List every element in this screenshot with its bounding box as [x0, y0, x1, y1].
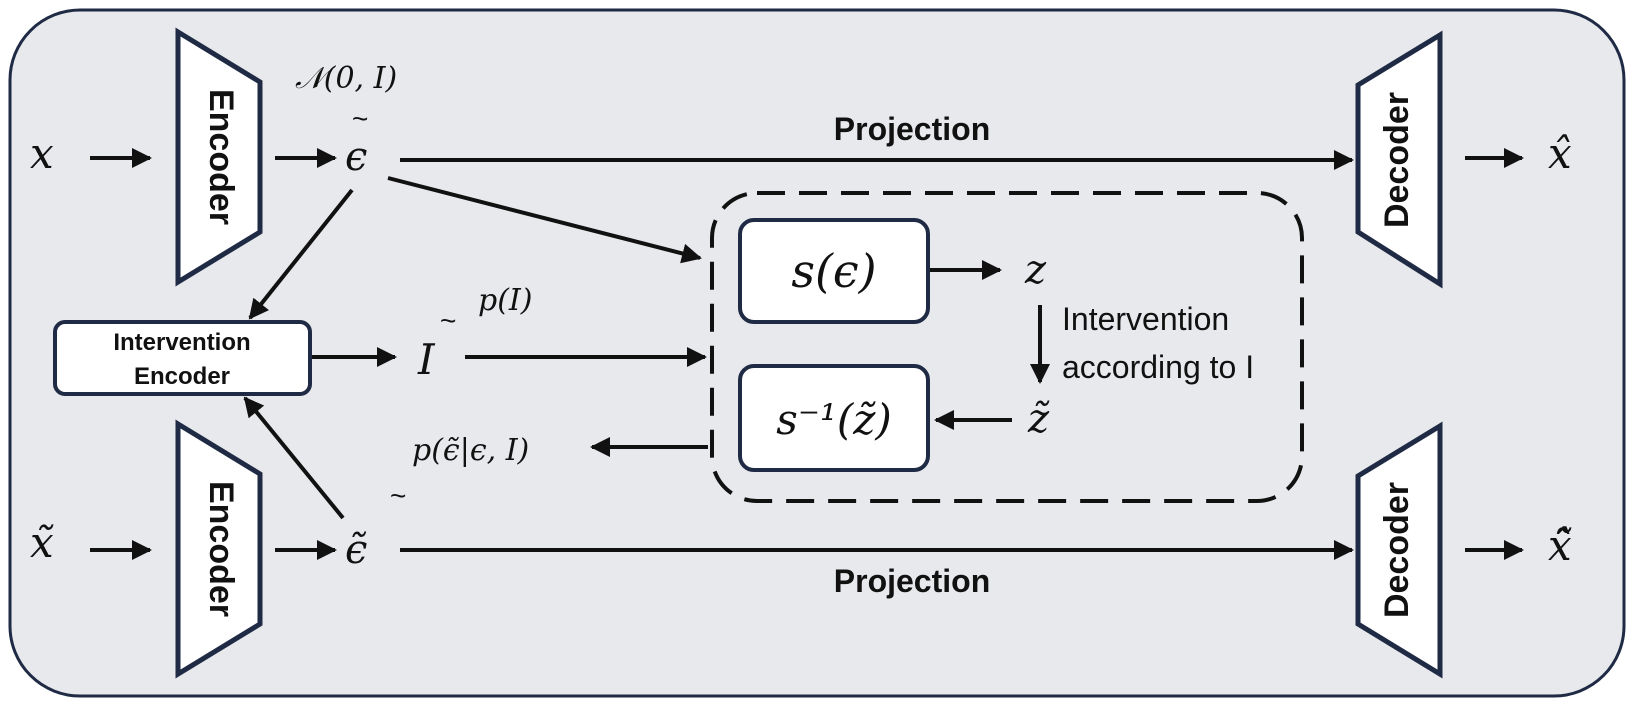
projection-bottom-label: Projection: [834, 563, 990, 599]
intervention-var-label: I: [417, 335, 436, 384]
projection-top-label: Projection: [834, 111, 990, 147]
intervention-tilde-mark: ~: [440, 305, 456, 336]
intervention-note-line2: according to I: [1062, 349, 1254, 385]
z-label: z: [1024, 247, 1047, 293]
flow-s-epsilon-label: s(ϵ): [791, 244, 876, 298]
top-encoder: Encoder: [175, 27, 263, 287]
arrow-epsilon-to-intervention-encoder: [248, 188, 354, 320]
bottom-encoder-label: Encoder: [202, 481, 240, 617]
output-xhat-label: x̂: [1548, 129, 1572, 178]
bottom-decoder: Decoder: [1355, 421, 1443, 679]
epsilon-label: ϵ: [345, 134, 367, 180]
dashed-flow-block: s(ϵ) z Intervention according to I z̃ s⁻…: [710, 191, 1304, 503]
prior-tilde-mark: ~: [352, 103, 368, 134]
intervention-encoder-box: Intervention Encoder: [53, 320, 312, 396]
arrow-epsilon-tilde-to-intervention-encoder: [243, 396, 345, 520]
prior-normal-label: 𝒩(0, I): [295, 61, 397, 96]
input-xtilde-label: x̃: [30, 518, 54, 567]
arrow-epsilon-to-dashed-block: [387, 176, 702, 264]
flow-inverse-box: s⁻¹(z̃): [738, 364, 930, 472]
conditional-tilde-mark: ~: [390, 480, 406, 511]
bottom-encoder: Encoder: [175, 419, 263, 679]
intervention-note-line1: Intervention: [1062, 301, 1229, 337]
top-encoder-label: Encoder: [202, 89, 240, 225]
epsilon-tilde-label: ϵ̃: [345, 527, 367, 573]
flow-inverse-label: s⁻¹(z̃): [776, 395, 891, 444]
flow-s-epsilon-box: s(ϵ): [738, 218, 930, 324]
intervention-encoder-line1: Intervention: [113, 329, 250, 356]
input-x-label: x: [30, 129, 54, 178]
top-decoder-label: Decoder: [1378, 92, 1416, 228]
conditional-label: p(ϵ̃|ϵ, I): [412, 433, 529, 468]
bottom-decoder-label: Decoder: [1378, 482, 1416, 618]
intervention-encoder-line2: Encoder: [134, 363, 230, 390]
z-tilde-label: z̃: [1027, 396, 1050, 442]
background-panel: [8, 8, 1626, 698]
top-decoder: Decoder: [1355, 30, 1443, 289]
output-xtilde-hat-label: x̃̂: [1548, 521, 1572, 570]
intervention-prior-label: p(I): [478, 283, 532, 318]
